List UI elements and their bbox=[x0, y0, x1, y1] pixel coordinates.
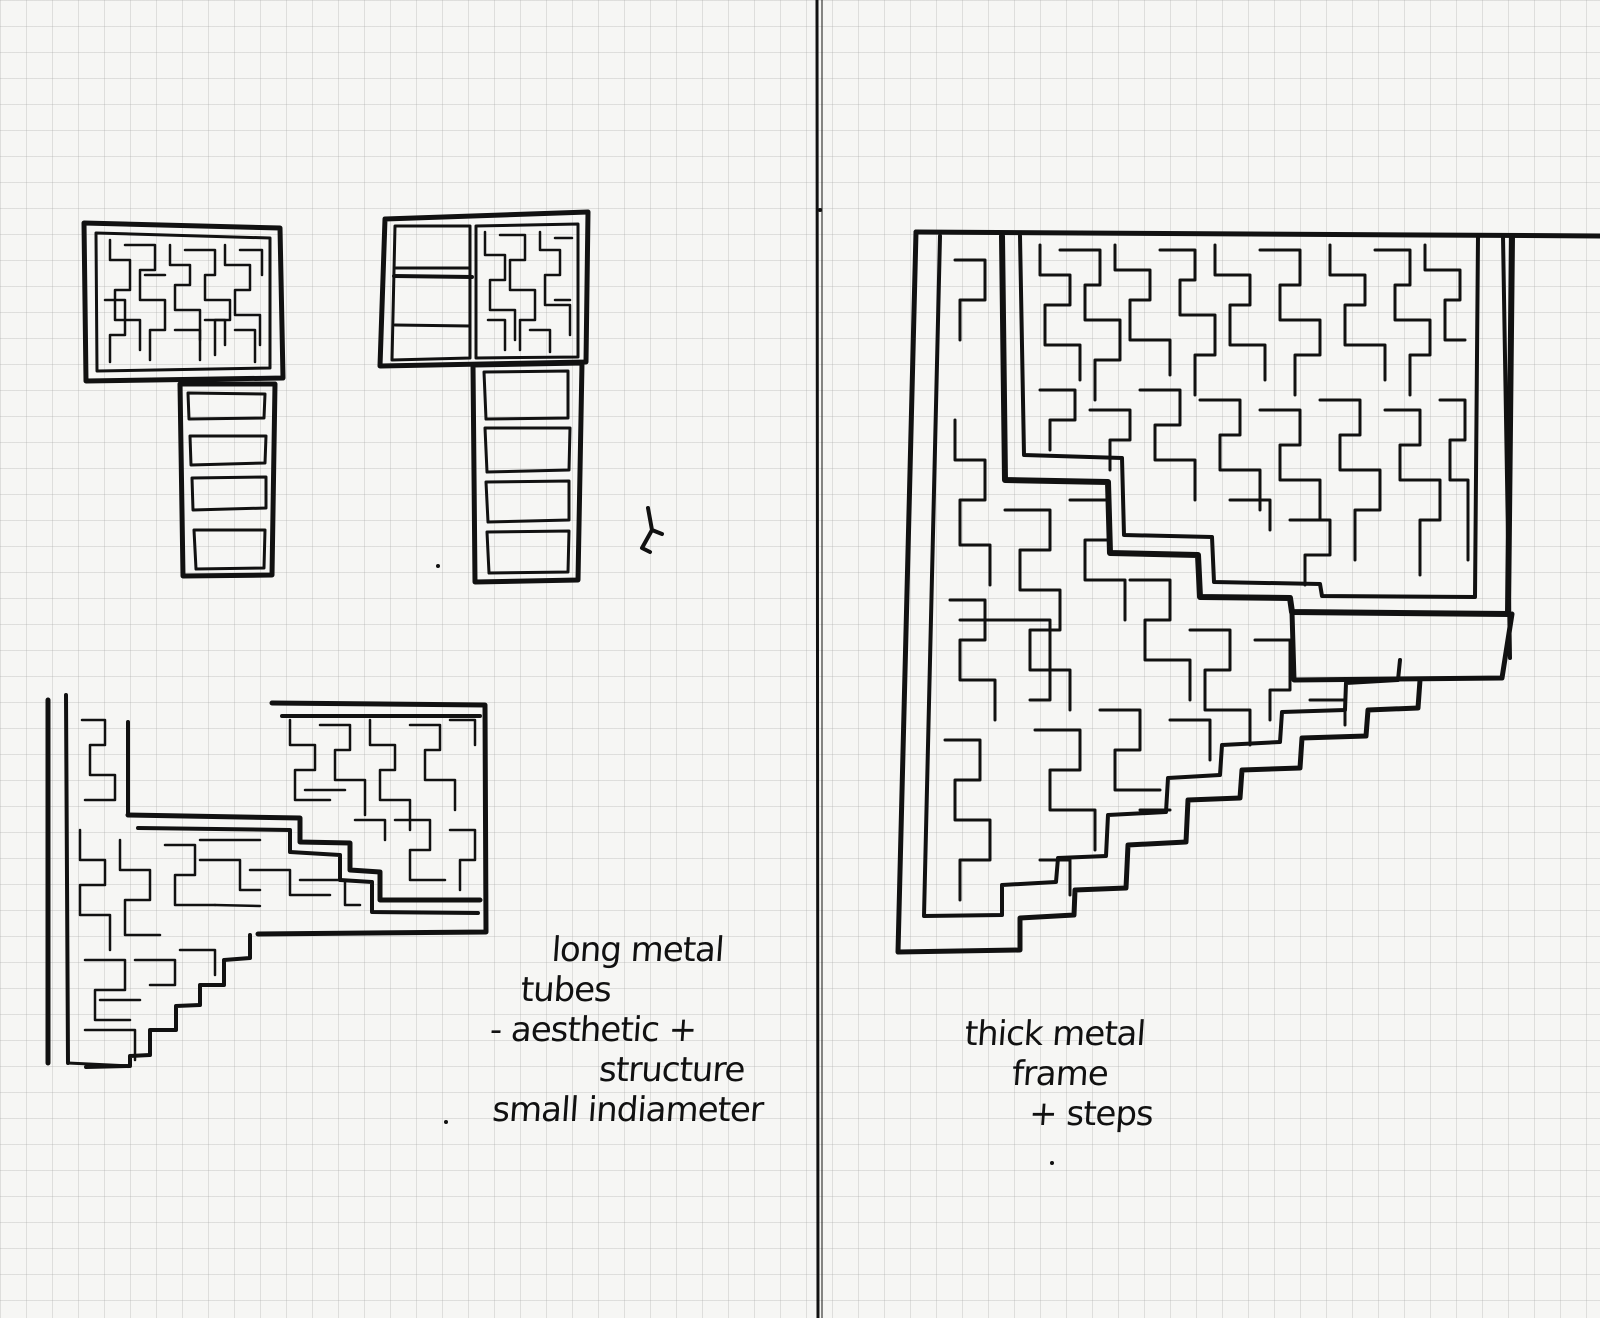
sketch-3-maze-pattern bbox=[78, 718, 477, 1062]
annotation-left-line-5: small indiameter bbox=[491, 1090, 765, 1130]
annotation-right-line-1: thick metal bbox=[963, 1014, 1147, 1054]
annotation-right-line-2: frame bbox=[1010, 1054, 1110, 1094]
annotation-left: long metal tubes - aesthetic + structure… bbox=[483, 930, 775, 1130]
annotation-right: thick metal frame + steps bbox=[958, 1014, 1160, 1134]
sketch-1-maze-pattern bbox=[103, 238, 264, 364]
bird-doodle bbox=[640, 506, 664, 554]
annotation-right-line-3: + steps bbox=[1027, 1094, 1155, 1134]
annotation-left-line-2: tubes bbox=[519, 970, 613, 1010]
sketch-2-maze-pattern bbox=[483, 230, 574, 354]
annotation-left-line-1: long metal bbox=[550, 930, 725, 970]
sketch-3-stepped-structure bbox=[45, 693, 489, 1069]
sketch-2-l-shape bbox=[377, 209, 591, 585]
sketch-4-maze-pattern bbox=[943, 243, 1470, 902]
book-gutter bbox=[815, 0, 823, 1318]
annotation-left-line-4: structure bbox=[597, 1050, 746, 1090]
annotation-left-line-3: - aesthetic + bbox=[488, 1010, 698, 1050]
sketch-1-l-shape bbox=[81, 220, 286, 579]
stray-marks bbox=[436, 208, 1054, 1165]
sketch-4-large-frame bbox=[895, 229, 1600, 955]
